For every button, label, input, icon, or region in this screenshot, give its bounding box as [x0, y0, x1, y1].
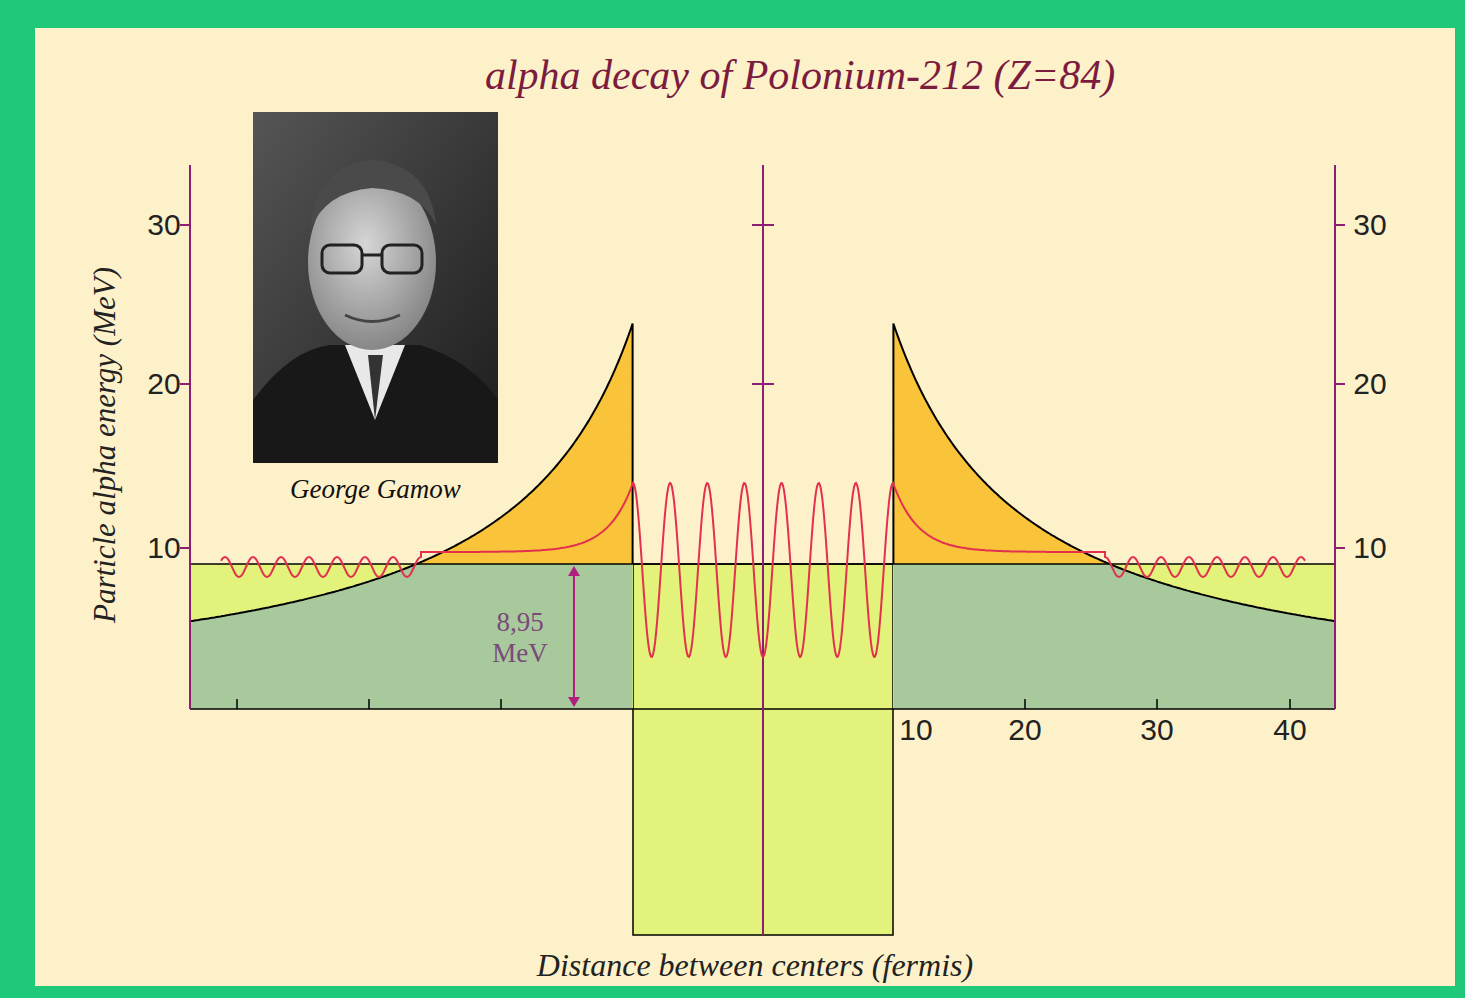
tick [180, 224, 190, 226]
below-barrier-left [191, 564, 633, 709]
center-axis [762, 165, 764, 935]
barrier-region-right [893, 324, 1109, 564]
tick-label: 10 [899, 713, 932, 747]
tick [500, 699, 502, 709]
bridge [362, 254, 382, 257]
portrait-node: George Gamow [253, 112, 498, 507]
hair [310, 160, 436, 230]
tick [1024, 699, 1026, 709]
left-axis [189, 165, 191, 709]
arrow-head [568, 566, 580, 576]
tick [1335, 547, 1345, 549]
coulomb-barrier-right [893, 324, 1335, 621]
tick [236, 699, 238, 709]
outer-region-right [893, 564, 1335, 709]
tick [368, 699, 370, 709]
lens [382, 245, 422, 273]
tick [1289, 699, 1291, 709]
tie [368, 355, 383, 420]
photo-ground [253, 112, 498, 463]
tick [1156, 699, 1158, 709]
lens [322, 245, 362, 273]
diagram-title: alpha decay of Polonium-212 (Z=84) [485, 51, 1115, 99]
tick-label: 10 [147, 531, 180, 565]
tick-label: 40 [1273, 713, 1306, 747]
tick-label: 10 [1353, 531, 1386, 565]
portrait-photo [253, 112, 498, 463]
arrow-head [568, 697, 580, 707]
tick [180, 547, 190, 549]
axes [180, 165, 1345, 935]
tick [1335, 224, 1345, 226]
energy-arrow [568, 566, 580, 707]
right-axis [1334, 165, 1336, 709]
below-barrier-right [893, 564, 1335, 709]
tick-label: 20 [147, 367, 180, 401]
panel-ground [35, 28, 1455, 986]
tick [180, 383, 190, 385]
tick-label: 30 [147, 208, 180, 242]
tick [1335, 383, 1345, 385]
axis-title: Particle alpha energy (MeV) [87, 267, 123, 623]
wave-function [221, 483, 1305, 657]
glasses [322, 245, 422, 273]
tick-label: 20 [1353, 367, 1386, 401]
tick-label: 30 [1140, 713, 1173, 747]
tick [752, 383, 774, 385]
outer-region-left [190, 564, 633, 709]
tick [752, 224, 774, 226]
axis-title: Distance between centers (fermis) [537, 947, 973, 984]
photo-caption: George Gamow [290, 474, 461, 505]
arrow-shaft [573, 572, 575, 701]
tick-label: 20 [1008, 713, 1041, 747]
shirt [345, 345, 405, 420]
suit [253, 345, 498, 463]
energy-value: 8,95 MeV [487, 607, 553, 669]
mouth [345, 315, 400, 322]
x-ticks [237, 699, 1290, 709]
tick-label: 30 [1353, 208, 1386, 242]
